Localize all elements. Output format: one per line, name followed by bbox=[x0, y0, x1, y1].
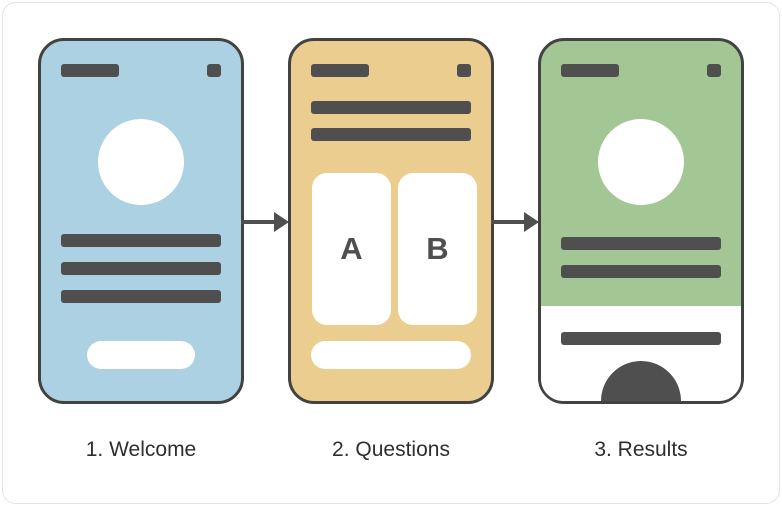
arrow-right-icon bbox=[491, 212, 539, 232]
status-pill bbox=[61, 64, 119, 77]
phone-results bbox=[538, 38, 744, 404]
phone-questions: A B bbox=[288, 38, 494, 404]
text-line bbox=[61, 234, 221, 247]
cta-button-placeholder bbox=[311, 341, 471, 369]
step-label-results: 3. Results bbox=[594, 438, 688, 461]
avatar-circle bbox=[98, 119, 184, 205]
cta-button-placeholder bbox=[87, 341, 195, 369]
text-line bbox=[311, 101, 471, 114]
text-line bbox=[311, 128, 471, 141]
status-bar bbox=[61, 64, 221, 77]
result-sheet bbox=[541, 306, 741, 401]
status-indicator bbox=[207, 64, 221, 77]
status-indicator bbox=[707, 64, 721, 77]
status-bar bbox=[311, 64, 471, 77]
arrow-right-icon bbox=[241, 212, 289, 232]
option-a-label: A bbox=[340, 231, 363, 266]
status-indicator bbox=[457, 64, 471, 77]
status-pill bbox=[561, 64, 619, 77]
text-line bbox=[561, 332, 721, 345]
status-bar bbox=[561, 64, 721, 77]
option-b-label: B bbox=[426, 231, 449, 266]
avatar-circle bbox=[598, 119, 684, 205]
text-line bbox=[561, 265, 721, 278]
gauge-semicircle bbox=[601, 361, 681, 401]
status-pill bbox=[311, 64, 369, 77]
option-card-b: B bbox=[398, 173, 477, 325]
step-label-welcome: 1. Welcome bbox=[85, 438, 197, 461]
text-line bbox=[561, 237, 721, 250]
phone-welcome bbox=[38, 38, 244, 404]
text-line bbox=[61, 262, 221, 275]
option-card-a: A bbox=[312, 173, 391, 325]
step-label-questions: 2. Questions bbox=[332, 438, 450, 461]
text-line bbox=[61, 290, 221, 303]
